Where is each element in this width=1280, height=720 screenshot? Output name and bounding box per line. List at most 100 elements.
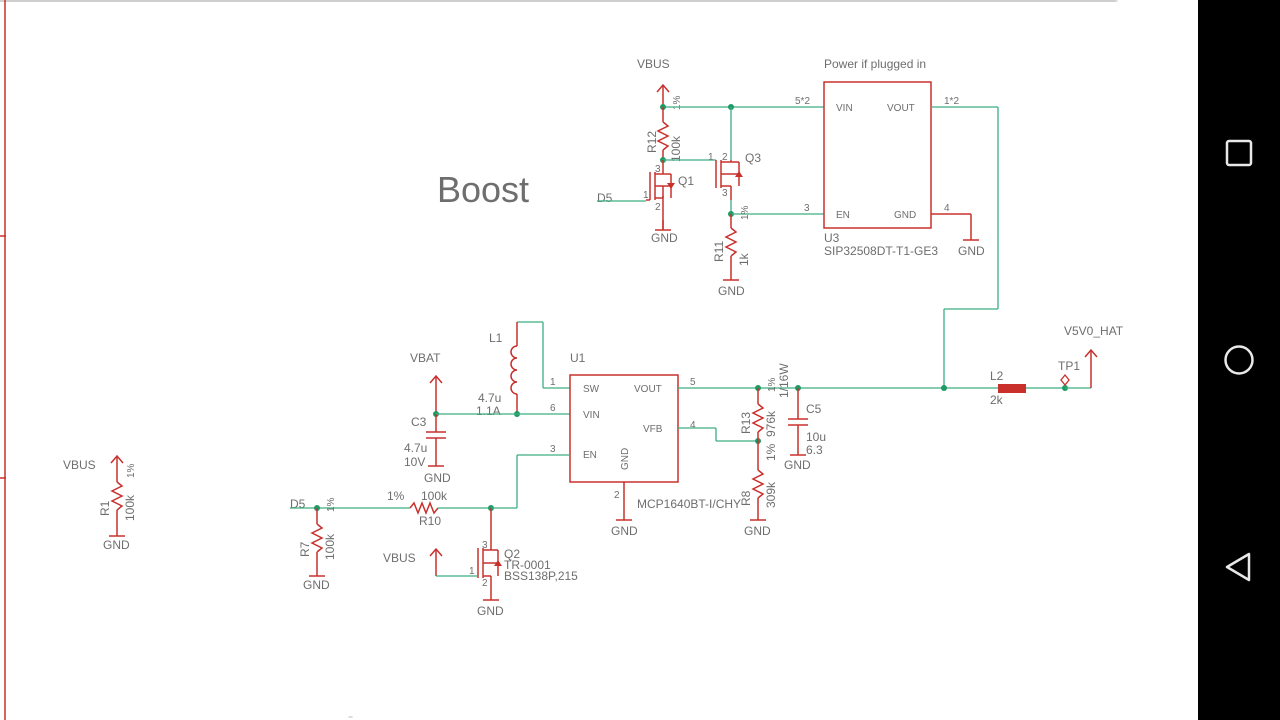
l2-ferrite (998, 384, 1026, 393)
svg-text:3: 3 (722, 188, 728, 199)
u3-ic (823, 81, 932, 229)
r12-label: R12 (645, 131, 659, 153)
back-button[interactable] (1219, 547, 1259, 587)
r11-label: R11 (712, 241, 726, 262)
recent-apps-button[interactable] (1219, 133, 1259, 173)
r7-value: 100k (323, 533, 337, 560)
r8-label: R8 (739, 490, 753, 506)
svg-text:EN: EN (836, 210, 850, 221)
svg-text:⁻: ⁻ (348, 714, 353, 720)
svg-text:1: 1 (550, 377, 556, 388)
r11-resistor (724, 227, 738, 257)
l2-value: 2k (990, 393, 1004, 407)
schematic-canvas[interactable]: .w{stroke:#3dae82;stroke-width:1.3;fill:… (0, 0, 1198, 720)
svg-text:SW: SW (583, 384, 600, 395)
vbus-q2-label: VBUS (383, 551, 416, 565)
q2-tr: TR-0001 (504, 558, 551, 572)
svg-text:2: 2 (614, 490, 620, 501)
svg-text:3: 3 (482, 540, 488, 551)
svg-text:GND: GND (611, 524, 638, 538)
q2-mosfet (477, 546, 502, 600)
svg-text:4: 4 (690, 420, 696, 431)
c3-voltage: 10V (404, 455, 425, 469)
svg-text:2: 2 (655, 202, 661, 213)
r8-value: 309k (764, 481, 778, 508)
svg-text:5: 5 (690, 377, 696, 388)
r8-resistor (751, 469, 765, 499)
svg-text:GND: GND (744, 524, 771, 538)
svg-text:GND: GND (958, 244, 985, 258)
l1-label: L1 (489, 331, 503, 345)
svg-text:EN: EN (583, 450, 597, 461)
svg-text:GND: GND (103, 538, 130, 552)
c5-value: 10u (806, 430, 826, 444)
r7-resistor (310, 523, 324, 553)
svg-text:GND: GND (894, 210, 916, 221)
schematic-drawing: .w{stroke:#3dae82;stroke-width:1.3;fill:… (0, 0, 1124, 720)
r1-resistor (110, 481, 124, 511)
r12-tolerance: 1% (672, 95, 683, 110)
svg-text:GND: GND (303, 578, 330, 592)
vbus-r1-label: VBUS (63, 458, 96, 472)
square-icon (1225, 139, 1253, 167)
l2-label: L2 (990, 369, 1004, 383)
svg-text:3: 3 (655, 164, 661, 175)
u3-pin-vin: 5*2 (795, 96, 810, 107)
vbus-top-label: VBUS (637, 57, 670, 71)
q2-label: Q2 (504, 547, 520, 561)
u3-label: U3 (824, 231, 840, 245)
r13-label: R13 (739, 412, 753, 434)
q3-label: Q3 (745, 151, 761, 165)
svg-text:1%: 1% (387, 489, 405, 503)
svg-text:VOUT: VOUT (634, 384, 662, 395)
home-button[interactable] (1219, 340, 1259, 380)
svg-text:VIN: VIN (583, 410, 600, 421)
l1-value: 4.7u (478, 391, 501, 405)
r10-value: 100k (421, 489, 448, 503)
tp1-label: TP1 (1058, 359, 1080, 373)
r13-resistor (751, 403, 765, 433)
svg-text:1: 1 (643, 190, 649, 201)
u3-pin-en: 3 (804, 203, 810, 214)
svg-text:1%: 1% (764, 443, 778, 461)
d5-net-label-bottom: D5 (290, 497, 306, 511)
r10-label: R10 (419, 514, 441, 528)
u1-label: U1 (570, 351, 586, 365)
q2-part: BSS138P,215 (504, 569, 578, 583)
vbat-label: VBAT (410, 351, 441, 365)
scroll-edge-shadow (1116, 0, 1118, 2)
svg-text:VIN: VIN (836, 103, 853, 114)
r7-label: R7 (298, 541, 312, 557)
l1-current: 1.1A (476, 404, 501, 418)
svg-text:GND: GND (784, 458, 811, 472)
svg-text:6: 6 (550, 403, 556, 414)
r13-power: 1/16W (777, 363, 791, 398)
svg-text:1%: 1% (740, 205, 751, 220)
l1-inductor (510, 345, 518, 395)
r1-value: 100k (123, 494, 137, 521)
svg-text:GND: GND (477, 604, 504, 618)
r12-resistor (656, 121, 670, 151)
triangle-icon (1225, 552, 1251, 582)
svg-text:1%: 1% (767, 377, 778, 392)
svg-text:4: 4 (944, 203, 950, 214)
r1-label: R1 (98, 500, 112, 516)
c3-value: 4.7u (404, 441, 427, 455)
svg-text:GND: GND (718, 284, 745, 298)
svg-text:1%: 1% (126, 463, 137, 478)
android-nav-bar (1198, 0, 1280, 720)
tp1-testpoint (1060, 373, 1070, 387)
q1-label: Q1 (678, 174, 694, 188)
q3-mosfet (715, 160, 743, 200)
d5-net-label-top: D5 (597, 191, 613, 205)
c5-label: C5 (806, 402, 822, 416)
q1-gnd: GND (651, 231, 678, 245)
svg-text:1%: 1% (326, 497, 337, 512)
svg-text:VOUT: VOUT (887, 103, 915, 114)
u3-part: SIP32508DT-T1-GE3 (824, 244, 938, 258)
svg-text:GND: GND (424, 471, 451, 485)
svg-text:VFB: VFB (643, 424, 663, 435)
v5v0-label: V5V0_HAT (1064, 324, 1124, 338)
section-title: Boost (437, 169, 529, 210)
r12-value: 100k (669, 135, 683, 162)
